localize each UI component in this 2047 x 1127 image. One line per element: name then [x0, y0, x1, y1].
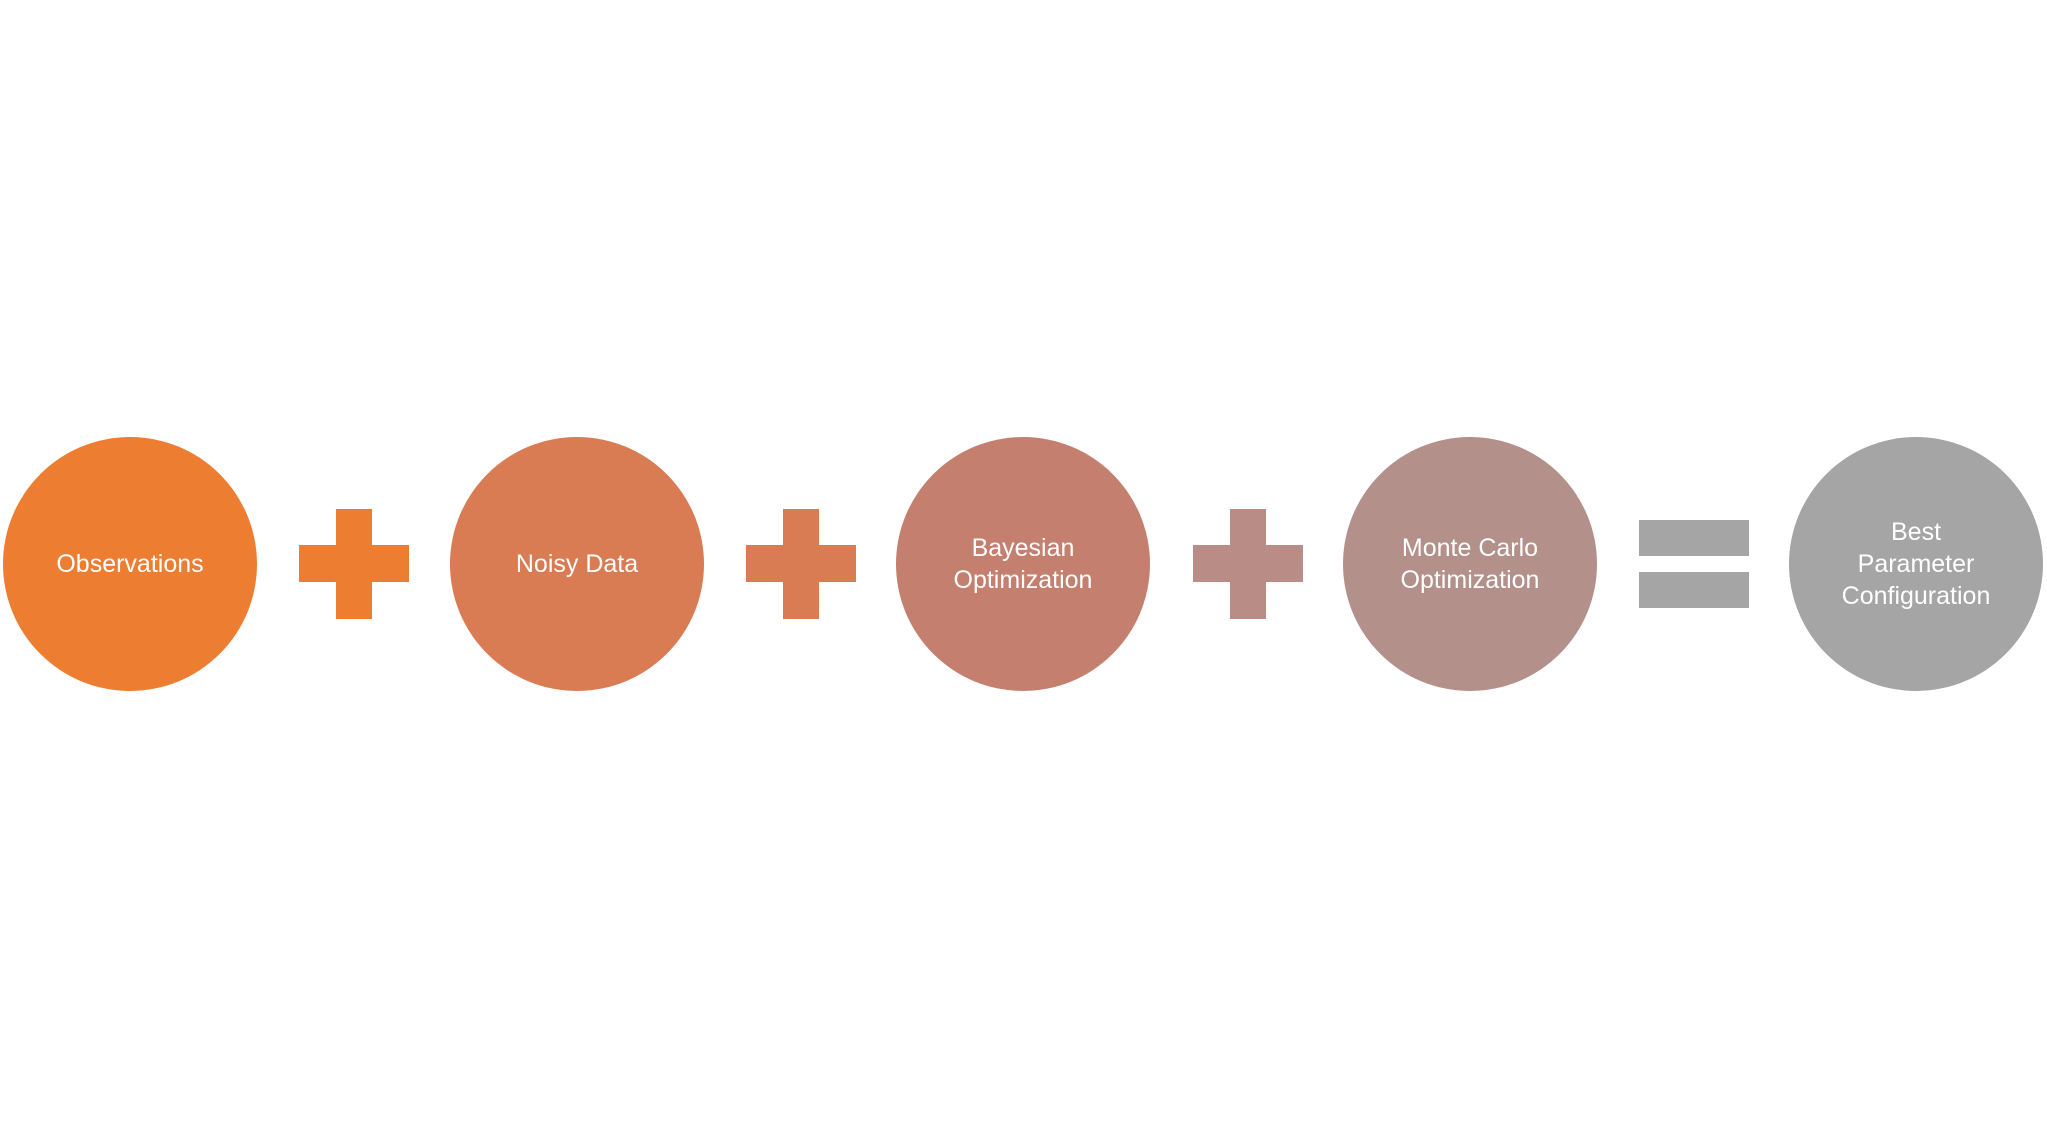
plus-icon — [299, 509, 409, 619]
best-parameter-configuration-label: Best Parameter Configuration — [1841, 518, 1991, 610]
plus-vertical-bar — [1230, 509, 1266, 619]
equals-icon — [1639, 520, 1749, 608]
best-parameter-configuration-circle: Best Parameter Configuration — [1789, 437, 2043, 691]
equals-top-bar — [1639, 520, 1749, 556]
plus-icon — [746, 509, 856, 619]
bayesian-optimization-label: Bayesian Optimization — [953, 534, 1093, 594]
observations-circle: Observations — [3, 437, 257, 691]
noisy-data-label: Noisy Data — [515, 550, 639, 578]
equals-bottom-bar — [1639, 572, 1749, 608]
bayesian-optimization-circle: Bayesian Optimization — [896, 437, 1150, 691]
monte-carlo-optimization-circle: Monte Carlo Optimization — [1343, 437, 1597, 691]
plus-icon — [1193, 509, 1303, 619]
plus-vertical-bar — [783, 509, 819, 619]
noisy-data-circle: Noisy Data — [450, 437, 704, 691]
plus-vertical-bar — [336, 509, 372, 619]
monte-carlo-optimization-label: Monte Carlo Optimization — [1400, 534, 1540, 594]
observations-label: Observations — [56, 550, 204, 578]
